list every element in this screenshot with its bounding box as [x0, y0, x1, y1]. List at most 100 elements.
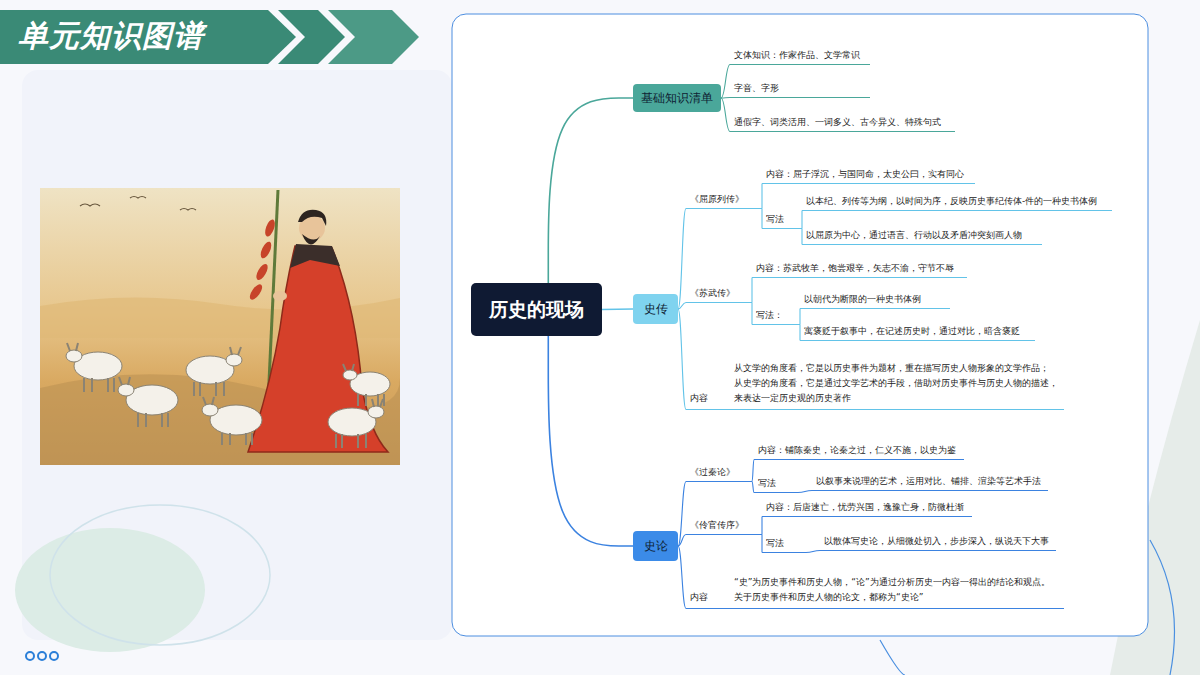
topic-text: 写法	[758, 477, 794, 489]
tassel	[259, 240, 274, 260]
staff-tassels	[248, 218, 277, 301]
sheep	[118, 377, 178, 427]
sheep-part	[226, 354, 242, 366]
topic-text: 史论	[644, 538, 668, 555]
branch-topic: 史传	[633, 294, 678, 324]
summary-label: 内容	[690, 590, 734, 605]
topic-text: 基础知识清单	[641, 90, 713, 107]
topic-item: 内容：屈子浮沉，与国同命，太史公曰，实有同心	[762, 165, 975, 184]
topic-text: 内容：屈子浮沉，与国同命，太史公曰，实有同心	[766, 168, 971, 180]
title-banner	[0, 10, 419, 64]
dot	[50, 652, 58, 660]
mindmap-panel	[452, 14, 1148, 636]
sheep-part	[66, 350, 82, 362]
mindmap-connector	[806, 551, 820, 553]
mindmap-connector	[751, 278, 752, 303]
topic-item: 写法	[754, 474, 798, 493]
hair	[298, 210, 326, 226]
summary-topic: 内容从文学的角度看，它是以历史事件为题材，重在描写历史人物形象的文学作品； 从史…	[686, 358, 1064, 410]
topic-text: 字音、字形	[734, 82, 866, 94]
summary-text: “史”为历史事件和历史人物，“论”为通过分析历史一内容一得出的结论和观点。 关于…	[734, 575, 1060, 605]
mindmap-connector	[548, 336, 633, 546]
topic-text: 《苏武传》	[690, 287, 748, 299]
sheep-flock	[66, 343, 390, 448]
topic-item: 文体知识：作家作品、文学常识	[730, 46, 870, 65]
summary-text: 从文学的角度看，它是以历史事件为题材，重在描写历史人物形象的文学作品； 从史学的…	[734, 361, 1060, 406]
topic-text: 写法	[766, 537, 802, 549]
topic-text: 《过秦论》	[690, 466, 748, 478]
topic-item: 以朝代为断限的一种史书体例	[800, 290, 950, 309]
banner-chevron	[328, 10, 419, 64]
branch-topic: 史论	[633, 531, 678, 561]
topic-item: 内容：苏武牧羊，饱尝艰辛，矢志不渝，守节不辱	[752, 259, 967, 278]
sheep-part	[336, 399, 383, 448]
sheep-part	[203, 397, 252, 445]
topic-item: 写法	[762, 210, 802, 229]
topic-text: 《屈原列传》	[690, 193, 758, 205]
beard	[302, 234, 320, 245]
tassel	[254, 262, 270, 282]
dot	[26, 652, 34, 660]
topic-item: 写法	[762, 534, 806, 553]
slide-title: 单元知识图谱	[18, 16, 204, 57]
decor-blob	[15, 528, 205, 652]
topic-text: 写法	[766, 213, 798, 225]
sheep-part	[67, 343, 114, 392]
branch-topic: 基础知识清单	[633, 84, 721, 112]
topic-text: 以本纪、列传等为纲，以时间为序，反映历史事纪传体-件的一种史书体例	[806, 195, 1108, 207]
sheep-part	[119, 377, 168, 427]
root-topic: 历史的现场	[471, 283, 602, 336]
banner-band	[0, 10, 296, 64]
decor-arc	[880, 640, 905, 675]
mindmap-connector	[761, 517, 762, 535]
mindmap-connector	[761, 184, 762, 209]
sheep	[343, 364, 390, 406]
sheep	[186, 347, 242, 396]
topic-item: 《过秦论》	[686, 463, 752, 482]
mindmap-connector	[548, 98, 633, 283]
page-dots	[26, 652, 58, 660]
topic-item: 以屈原为中心，通过语言、行动以及矛盾冲突刻画人物	[802, 226, 1042, 245]
banner-chevron	[278, 10, 345, 64]
dot	[38, 652, 46, 660]
topic-text: 写法：	[756, 309, 796, 321]
sheep-part	[118, 384, 134, 396]
mindmap-connector	[678, 303, 686, 310]
topic-text: 史传	[644, 301, 668, 318]
topic-item: 以叙事来说理的艺术，运用对比、铺排、渲染等艺术手法	[812, 472, 1048, 491]
hand	[273, 291, 287, 301]
topic-text: 《伶官传序》	[690, 519, 758, 531]
topic-text: 历史的现场	[489, 297, 584, 323]
mindmap-connector	[721, 65, 730, 99]
topic-text: 以朝代为断限的一种史书体例	[804, 293, 946, 305]
mindmap-connector	[798, 491, 812, 493]
topic-item: 内容：铺陈秦史，论秦之过，仁义不施，以史为鉴	[754, 441, 964, 460]
mindmap-connector	[678, 546, 686, 609]
sheep-part	[343, 370, 357, 380]
topic-item: 《屈原列传》	[686, 190, 762, 209]
topic-item: 《伶官传序》	[686, 516, 762, 535]
topic-text: 内容：后唐速亡，忧劳兴国，逸豫亡身，防微杜渐	[766, 501, 968, 513]
sheep-part	[343, 364, 384, 406]
tassel	[248, 282, 265, 301]
summary-topic: 内容“史”为历史事件和历史人物，“论”为通过分析历史一内容一得出的结论和观点。 …	[686, 572, 1064, 609]
topic-text: 以屈原为中心，通过语言、行动以及矛盾冲突刻画人物	[806, 229, 1038, 241]
topic-item: 寓褒贬于叙事中，在记述历史时，通过对比，暗含褒贬	[800, 322, 1035, 341]
red-robe	[248, 246, 388, 452]
mindmap-connector	[721, 98, 730, 132]
mindmap-connector	[678, 482, 686, 547]
sheep	[202, 397, 262, 445]
sky	[40, 188, 400, 465]
topic-item: 通假字、词类活用、一词多义、古今异义、特殊句式	[730, 113, 955, 132]
mindmap-connector	[678, 209, 686, 310]
topic-item: 写法：	[752, 306, 800, 325]
sheep-part	[202, 404, 218, 416]
mindmap-connector	[721, 97, 730, 99]
mindmap-connector	[678, 309, 686, 410]
birds	[80, 197, 196, 211]
collar	[290, 244, 340, 268]
decor-arc	[1150, 540, 1175, 675]
mindmap-connector	[678, 535, 686, 547]
topic-item: 以本纪、列传等为纲，以时间为序，反映历史事纪传体-件的一种史书体例	[802, 192, 1112, 211]
